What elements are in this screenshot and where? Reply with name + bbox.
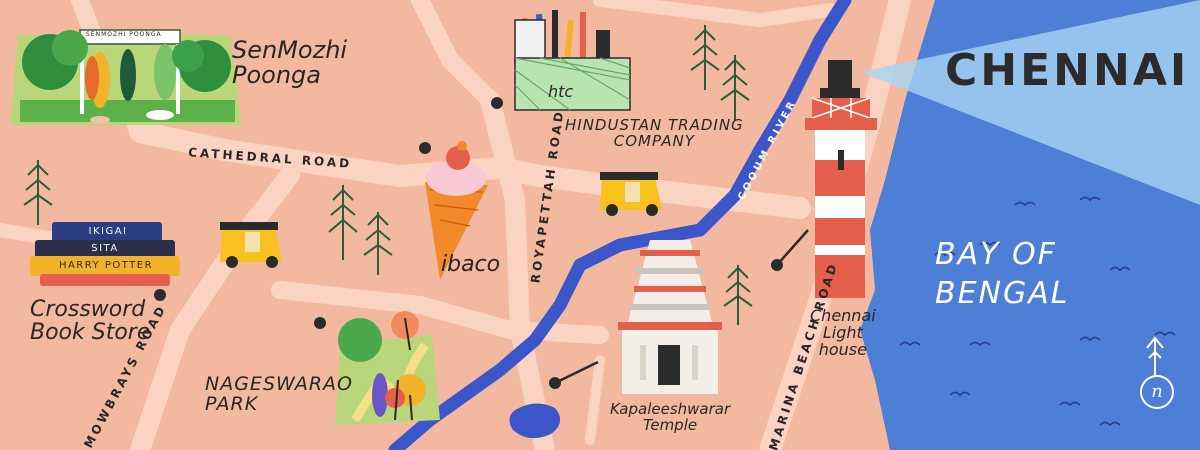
- lighthouse-beam: [860, 0, 1200, 205]
- sea-waves: [899, 196, 1176, 427]
- road-network: [0, 0, 911, 450]
- temple-tank: [509, 403, 561, 439]
- pin-nageswarao: [314, 317, 326, 329]
- books-illustration: [30, 222, 180, 286]
- hindustan-trading-label: HINDUSTAN TRADING COMPANY: [565, 116, 744, 150]
- nageswarao-park: [335, 311, 440, 425]
- temple-lane: [585, 355, 605, 445]
- ibaco-ice-cream: [425, 141, 488, 280]
- mowbrays-road: [130, 165, 300, 450]
- book-harry-potter: HARRY POTTER: [58, 260, 154, 271]
- semmozhi-sign: SENMOZHI POONGA: [86, 31, 162, 38]
- nageswarao-park-label: NAGESWARAO PARK: [205, 373, 353, 415]
- chennai-lighthouse: [805, 60, 877, 298]
- pine-trees: [23, 25, 753, 325]
- kapaleeshwarar-temple-label: Kapaleeshwarar Temple: [610, 400, 731, 434]
- map-title: CHENNAI: [945, 45, 1190, 96]
- pin-crossword: [154, 289, 166, 301]
- auto-rickshaw-2: [600, 172, 662, 216]
- htc-logo: htc: [548, 82, 574, 101]
- pin-ibaco: [419, 142, 431, 154]
- top-road: [593, 0, 837, 27]
- pin-pointers: [554, 229, 809, 385]
- hindustan-trading-illustration: [514, 10, 631, 111]
- lighthouse-label: Chennai Light house: [810, 306, 876, 359]
- cooum-river: [388, 0, 852, 450]
- book-sita: SITA: [91, 243, 119, 254]
- side-road: [271, 281, 609, 344]
- semmozhi-poonga-park: [10, 29, 242, 125]
- semmozhi-poonga-label: SenMozhi Poonga: [232, 36, 348, 90]
- auto-rickshaw-1: [220, 222, 282, 268]
- book-ikigai: IKIGAI: [88, 226, 128, 237]
- pin-hindustan: [491, 97, 503, 109]
- north-indicator: n: [1140, 375, 1174, 409]
- ibaco-label: ibaco: [441, 252, 501, 277]
- upper-road: [411, 0, 499, 109]
- west-road: [0, 223, 67, 247]
- royapettah-road: [480, 90, 555, 450]
- crossword-label: Crossword Book Store: [30, 297, 151, 346]
- north-arrow-icon: [1146, 336, 1164, 375]
- kapaleeshwarar-temple: [618, 240, 722, 394]
